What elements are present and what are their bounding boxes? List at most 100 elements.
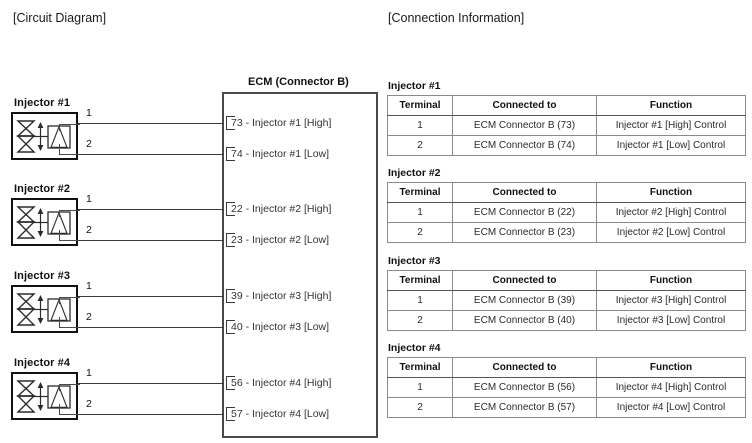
coil-lead-low-riser-3 xyxy=(59,317,60,328)
cell-func-r2: Injector #1 [Low] Control xyxy=(596,135,746,156)
ecm-pin-marker-73 xyxy=(226,116,235,130)
cell-term-r2: 2 xyxy=(387,135,453,156)
injector-terminal-number-2-1: 2 xyxy=(86,138,92,150)
table-caption-2: Injector #2 xyxy=(388,167,441,179)
cell-conn-r2: ECM Connector B (23) xyxy=(452,222,597,243)
injector-outline-box-4 xyxy=(11,372,80,420)
cell-term-r2: 2 xyxy=(387,222,453,243)
injector-valve-icon xyxy=(16,380,71,413)
ecm-connector-box xyxy=(222,92,378,438)
ecm-pin-marker-56 xyxy=(226,376,235,390)
ecm-pin-marker-39 xyxy=(226,289,235,303)
injector-outline-box-3 xyxy=(11,285,80,333)
ecm-connector-title: ECM (Connector B) xyxy=(248,76,349,88)
injector-label-4: Injector #4 xyxy=(14,357,71,369)
column-header-terminal: Terminal xyxy=(387,95,453,116)
ecm-pin-label-39: 39 - Injector #3 [High] xyxy=(231,290,332,302)
table-caption-1: Injector #1 xyxy=(388,80,441,92)
column-header-connected-to: Connected to xyxy=(452,95,597,116)
coil-lead-low-1 xyxy=(59,154,80,155)
ecm-pin-marker-23 xyxy=(226,233,235,247)
cell-term-r2: 2 xyxy=(387,310,453,331)
cell-func-r2: Injector #3 [Low] Control xyxy=(596,310,746,331)
wire-terminal-2-to-ecm-4 xyxy=(78,414,224,415)
cell-func-r2: Injector #2 [Low] Control xyxy=(596,222,746,243)
wire-terminal-1-to-ecm-2 xyxy=(78,209,224,210)
ecm-pin-label-57: 57 - Injector #4 [Low] xyxy=(231,408,330,420)
injector-outline-box-2 xyxy=(11,198,80,246)
cell-conn-r1: ECM Connector B (56) xyxy=(452,377,597,398)
column-header-connected-to: Connected to xyxy=(452,270,597,291)
coil-lead-high-riser-3 xyxy=(59,297,60,304)
column-header-terminal: Terminal xyxy=(387,182,453,203)
column-header-terminal: Terminal xyxy=(387,270,453,291)
table-caption-4: Injector #4 xyxy=(388,342,441,354)
injector-terminal-number-1-4: 1 xyxy=(86,367,92,379)
injector-block-1: Injector #1 1 2 xyxy=(0,97,240,177)
coil-lead-high-1 xyxy=(59,124,80,125)
injector-terminal-number-2-4: 2 xyxy=(86,398,92,410)
table-caption-3: Injector #3 xyxy=(388,255,441,267)
cell-term-r1: 1 xyxy=(387,377,453,398)
cell-term-r1: 1 xyxy=(387,290,453,311)
coil-lead-low-2 xyxy=(59,240,80,241)
injector-terminal-number-2-2: 2 xyxy=(86,224,92,236)
ecm-pin-marker-57 xyxy=(226,407,235,421)
ecm-pin-label-22: 22 - Injector #2 [High] xyxy=(231,203,332,215)
column-header-terminal: Terminal xyxy=(387,357,453,378)
coil-lead-low-riser-1 xyxy=(59,144,60,155)
injector-valve-icon xyxy=(16,120,71,153)
ecm-pin-label-74: 74 - Injector #1 [Low] xyxy=(231,148,330,160)
ecm-pin-label-56: 56 - Injector #4 [High] xyxy=(231,377,332,389)
coil-lead-low-riser-4 xyxy=(59,404,60,415)
wire-terminal-1-to-ecm-1 xyxy=(78,123,224,124)
coil-lead-high-2 xyxy=(59,210,80,211)
injector-terminal-number-1-2: 1 xyxy=(86,193,92,205)
coil-lead-high-riser-1 xyxy=(59,124,60,131)
coil-lead-high-riser-4 xyxy=(59,384,60,391)
injector-terminal-number-1-1: 1 xyxy=(86,107,92,119)
circuit-diagram-area: ECM (Connector B) Injector #1 1 2 Inject… xyxy=(0,76,378,438)
wire-terminal-2-to-ecm-2 xyxy=(78,240,224,241)
cell-func-r1: Injector #1 [High] Control xyxy=(596,115,746,136)
cell-conn-r1: ECM Connector B (39) xyxy=(452,290,597,311)
coil-lead-high-riser-2 xyxy=(59,210,60,217)
injector-label-3: Injector #3 xyxy=(14,270,71,282)
coil-lead-high-3 xyxy=(59,297,80,298)
cell-term-r1: 1 xyxy=(387,115,453,136)
coil-lead-low-3 xyxy=(59,327,80,328)
column-header-function: Function xyxy=(596,270,746,291)
column-header-function: Function xyxy=(596,357,746,378)
cell-conn-r2: ECM Connector B (74) xyxy=(452,135,597,156)
ecm-pin-label-23: 23 - Injector #2 [Low] xyxy=(231,234,330,246)
cell-func-r1: Injector #4 [High] Control xyxy=(596,377,746,398)
wire-terminal-2-to-ecm-3 xyxy=(78,327,224,328)
column-header-function: Function xyxy=(596,95,746,116)
injector-valve-icon xyxy=(16,293,71,326)
cell-term-r2: 2 xyxy=(387,397,453,418)
ecm-pin-label-73: 73 - Injector #1 [High] xyxy=(231,117,332,129)
wire-terminal-2-to-ecm-1 xyxy=(78,154,224,155)
ecm-pin-marker-40 xyxy=(226,320,235,334)
ecm-pin-label-40: 40 - Injector #3 [Low] xyxy=(231,321,330,333)
coil-lead-low-4 xyxy=(59,414,80,415)
injector-block-4: Injector #4 1 2 xyxy=(0,357,240,437)
coil-lead-low-riser-2 xyxy=(59,230,60,241)
cell-conn-r1: ECM Connector B (22) xyxy=(452,202,597,223)
